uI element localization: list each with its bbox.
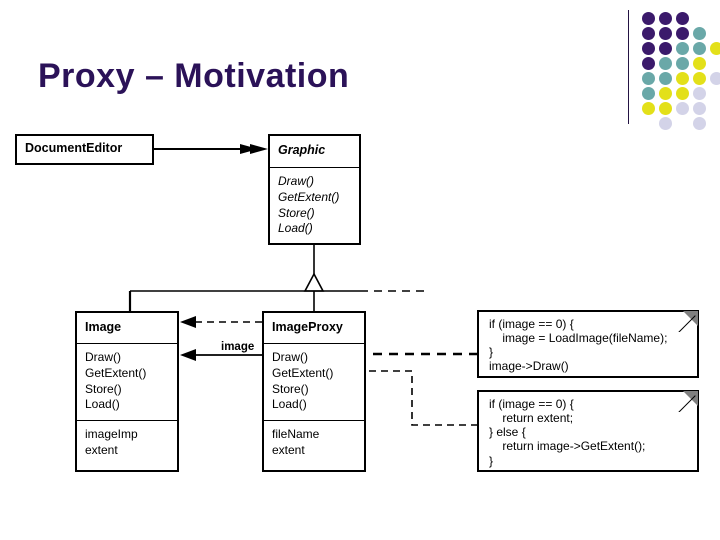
- decorative-dot: [642, 42, 655, 55]
- decorative-dot: [710, 72, 720, 85]
- decorative-dot: [676, 72, 689, 85]
- note-code-text: if (image == 0) { return extent; } else …: [489, 397, 646, 468]
- note-fold-corner-icon: [683, 391, 698, 406]
- decorative-dot: [659, 117, 672, 130]
- class-name-compartment: Graphic: [270, 136, 359, 167]
- decorative-dot: [659, 27, 672, 40]
- connector-generalization: [128, 245, 428, 311]
- connector-getextent-to-note: [347, 366, 477, 426]
- class-name-image-proxy: ImageProxy: [272, 319, 343, 334]
- class-attributes-compartment: imageImp extent: [77, 420, 177, 464]
- method-row: Load(): [272, 397, 307, 412]
- attribute-row: imageImp: [85, 427, 138, 441]
- class-name-compartment: ImageProxy: [264, 313, 364, 343]
- decorative-dot: [642, 87, 655, 100]
- connector-draw-to-note: [347, 349, 477, 359]
- decorative-dot: [676, 12, 689, 25]
- decorative-dot: [693, 57, 706, 70]
- method-row: Load(): [278, 221, 313, 236]
- attribute-row: fileName: [272, 427, 320, 441]
- motif-vertical-rule: [628, 10, 629, 124]
- method-row: Draw(): [272, 350, 308, 364]
- decorative-dot: [693, 117, 706, 130]
- decorative-dot: [676, 102, 689, 115]
- decorative-dot: [676, 87, 689, 100]
- method-row: Draw(): [278, 174, 314, 188]
- class-methods-compartment: Draw() GetExtent() Store() Load(): [270, 167, 359, 242]
- decorative-dot: [659, 57, 672, 70]
- dot-motif-decoration: [628, 6, 720, 130]
- decorative-dot: [659, 42, 672, 55]
- connector-proxy-image-association: [180, 349, 262, 361]
- decorative-dot: [693, 102, 706, 115]
- decorative-dot: [642, 27, 655, 40]
- attribute-row: extent: [85, 442, 118, 457]
- method-row: Draw(): [85, 350, 121, 364]
- class-methods-compartment: Draw() GetExtent() Store() Load(): [77, 343, 177, 420]
- method-row: GetExtent(): [85, 365, 147, 380]
- class-name-document-editor: DocumentEditor: [25, 141, 123, 156]
- decorative-dot: [642, 12, 655, 25]
- decorative-dot: [693, 42, 706, 55]
- class-attributes-compartment: fileName extent: [264, 420, 364, 464]
- note-draw-implementation[interactable]: if (image == 0) { image = LoadImage(file…: [477, 310, 699, 378]
- decorative-dot: [659, 87, 672, 100]
- decorative-dot: [676, 27, 689, 40]
- method-row: Store(): [85, 381, 122, 396]
- note-fold-corner-icon: [683, 311, 698, 326]
- class-box-image[interactable]: Image Draw() GetExtent() Store() Load() …: [75, 311, 179, 472]
- association-role-label: image: [221, 341, 255, 353]
- decorative-dot: [693, 72, 706, 85]
- decorative-dot: [710, 42, 720, 55]
- connector-proxy-depends-image: [180, 316, 262, 328]
- class-methods-compartment: Draw() GetExtent() Store() Load(): [264, 343, 364, 420]
- note-getextent-implementation[interactable]: if (image == 0) { return extent; } else …: [477, 390, 699, 472]
- connector-editor-to-graphic: [153, 144, 268, 154]
- method-row: GetExtent(): [278, 189, 340, 204]
- class-name-image: Image: [85, 319, 122, 334]
- method-row: GetExtent(): [272, 365, 334, 380]
- class-box-graphic[interactable]: Graphic Draw() GetExtent() Store() Load(…: [268, 134, 361, 245]
- page-title: Proxy – Motivation: [38, 57, 350, 95]
- method-row: Store(): [278, 205, 315, 220]
- class-name-compartment: Image: [77, 313, 177, 343]
- note-code-text: if (image == 0) { image = LoadImage(file…: [489, 317, 668, 374]
- class-box-image-proxy[interactable]: ImageProxy Draw() GetExtent() Store() Lo…: [262, 311, 366, 472]
- decorative-dot: [676, 42, 689, 55]
- method-row: Load(): [85, 397, 120, 412]
- decorative-dot: [659, 72, 672, 85]
- decorative-dot: [676, 57, 689, 70]
- decorative-dot: [693, 87, 706, 100]
- decorative-dot: [659, 102, 672, 115]
- decorative-dot: [693, 27, 706, 40]
- class-name-graphic: Graphic: [278, 143, 326, 158]
- decorative-dot: [642, 72, 655, 85]
- attribute-row: extent: [272, 442, 305, 457]
- decorative-dot: [659, 12, 672, 25]
- class-box-document-editor[interactable]: DocumentEditor: [15, 134, 154, 165]
- class-name-compartment: DocumentEditor: [17, 136, 152, 163]
- decorative-dot: [642, 102, 655, 115]
- decorative-dot: [642, 57, 655, 70]
- method-row: Store(): [272, 381, 309, 396]
